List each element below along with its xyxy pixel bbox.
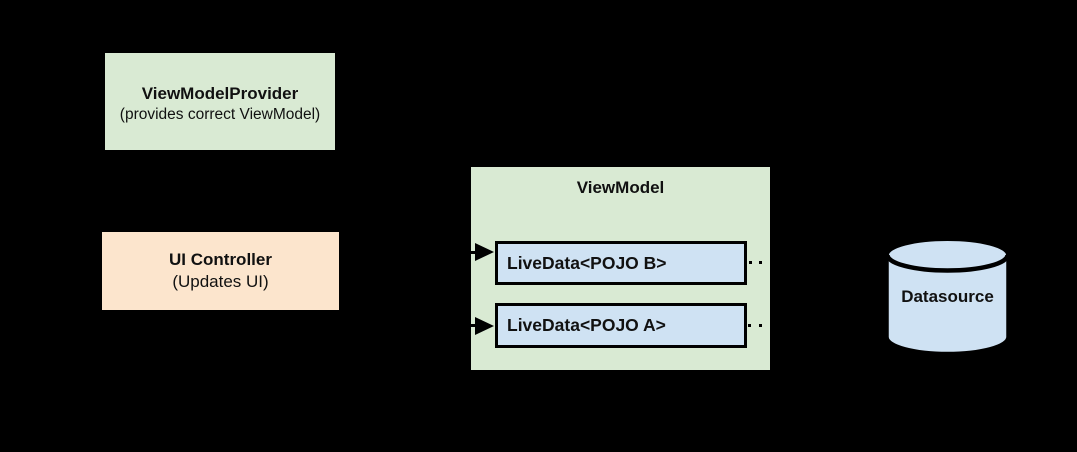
dashed-line-dot xyxy=(759,261,762,264)
viewmodelprovider-title: ViewModelProvider xyxy=(141,83,299,103)
datasource-label: Datasource xyxy=(901,287,994,306)
arrowhead-right-icon xyxy=(475,243,494,261)
ui-controller-title: UI Controller xyxy=(169,250,272,269)
dashed-line-dot xyxy=(749,261,752,264)
node-viewmodelprovider: ViewModelProvider (provides correct View… xyxy=(105,53,335,150)
node-livedata-pojo-b: LiveData<POJO B> xyxy=(495,241,747,285)
dashed-line-dot xyxy=(748,324,751,327)
node-livedata-pojo-a: LiveData<POJO A> xyxy=(495,303,747,348)
arrowhead-right-icon xyxy=(475,317,494,335)
ui-controller-subtitle: (Updates UI) xyxy=(172,272,269,291)
node-viewmodel: ViewModel LiveData<POJO B> LiveData<POJO… xyxy=(471,167,770,370)
viewmodel-title: ViewModel xyxy=(576,178,665,197)
livedata-pojo-a-label: LiveData<POJO A> xyxy=(507,315,666,335)
node-ui-controller: UI Controller (Updates UI) xyxy=(102,232,339,310)
viewmodelprovider-subtitle: (provides correct ViewModel) xyxy=(119,105,321,123)
livedata-pojo-b-label: LiveData<POJO B> xyxy=(507,252,667,273)
datasource-cylinder-icon xyxy=(885,238,1010,355)
arrow-line-fragment xyxy=(470,251,476,254)
dashed-line-dot xyxy=(759,324,762,327)
arrow-line-fragment xyxy=(470,324,477,327)
